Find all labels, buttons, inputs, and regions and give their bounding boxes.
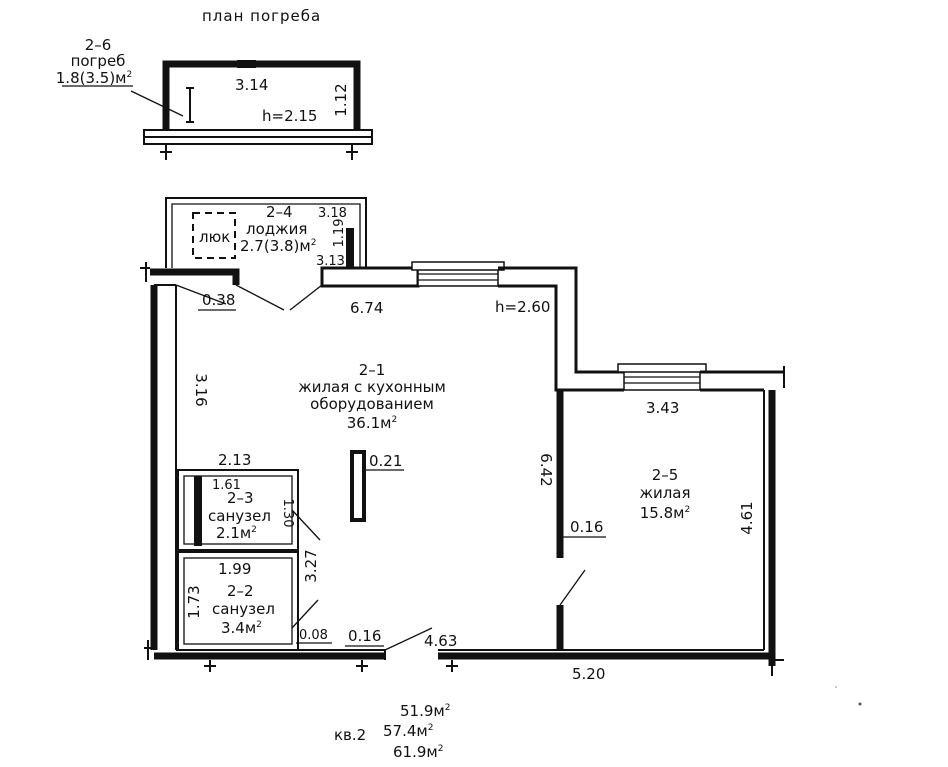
- dim-cellar-height: h=2.15: [262, 107, 317, 125]
- dim-5-20: 5.20: [572, 665, 605, 683]
- room-2-6-name: погреб: [71, 52, 126, 70]
- cellar-leader: [130, 90, 184, 117]
- dim-1-30: 1.30: [280, 499, 295, 528]
- dim-0-16-b: 0.16: [348, 627, 381, 645]
- room-2-2-code: 2–2: [227, 582, 254, 600]
- door-swing-loggia-a: [235, 284, 285, 311]
- room-2-3-area: 2.1м2: [216, 524, 257, 542]
- door-swing-loggia-b: [289, 284, 323, 311]
- dim-3-16: 3.16: [192, 373, 210, 406]
- room-2-6-area: 1.8(3.5)м2: [56, 69, 132, 87]
- wall-loggia-left: [178, 268, 240, 285]
- room-2-4-name: лоджия: [246, 220, 307, 238]
- dim-0-08: 0.08: [299, 628, 328, 643]
- door-swing-2-3: [291, 509, 321, 541]
- hatch-label: люк: [199, 228, 230, 246]
- entry-door-swing: [384, 627, 433, 651]
- dim-loggia-top: 3.18: [318, 206, 347, 221]
- apartment-plan: люк: [140, 197, 862, 761]
- hatch-outline: [192, 212, 236, 259]
- speck: [858, 702, 862, 706]
- dim-1-99: 1.99: [218, 560, 251, 578]
- dim-3-43: 3.43: [646, 399, 679, 417]
- window-room-2-5: [623, 369, 701, 391]
- summary-area-3: 61.9м2: [393, 743, 443, 761]
- dim-6-42: 6.42: [537, 453, 555, 486]
- dim-6-74: 6.74: [350, 299, 383, 317]
- room-2-6-code: 2–6: [85, 36, 112, 54]
- room-2-5-name: жилая: [639, 484, 690, 502]
- room-2-4-area: 2.7(3.8)м2: [240, 237, 316, 255]
- dim-loggia-bottom: 3.13: [316, 254, 345, 269]
- angle-0-38: [175, 284, 227, 305]
- dim-3-27: 3.27: [302, 549, 320, 582]
- dim-cellar-width: 1.12: [332, 83, 350, 116]
- dim-0-38: 0.38: [202, 291, 235, 309]
- room-2-3-name: санузел: [208, 507, 271, 525]
- dim-4-61: 4.61: [738, 501, 756, 534]
- room-2-2-outline: [177, 551, 299, 651]
- dim-loggia-side: 1.19: [332, 219, 347, 248]
- room-2-1-name-line1: жилая с кухонным: [298, 378, 446, 396]
- apartment-number: кв.2: [334, 726, 366, 744]
- room-2-1-area: 36.1м2: [347, 414, 397, 432]
- room-2-3-code: 2–3: [227, 489, 254, 507]
- cellar-plan: план погреба 2–6 погреб 1.8(3.5)м2 3.14 …: [56, 7, 373, 160]
- room-2-1-code: 2–1: [359, 361, 386, 379]
- dim-height-2-60: h=2.60: [495, 298, 550, 316]
- dim-0-21: 0.21: [369, 452, 402, 470]
- dim-1-73: 1.73: [185, 585, 203, 618]
- room-2-4-code: 2–4: [266, 203, 293, 221]
- dim-4-63: 4.63: [424, 632, 457, 650]
- room-2-5-area: 15.8м2: [640, 504, 690, 522]
- cellar-plan-title: план погреба: [202, 7, 321, 25]
- loggia-pier: [346, 228, 354, 268]
- room-2-2-name: санузел: [212, 600, 275, 618]
- column: [350, 450, 366, 522]
- door-swing-2-2: [291, 599, 319, 629]
- door-swing-2-5: [559, 569, 586, 606]
- summary-area-2: 57.4м2: [383, 722, 433, 740]
- room-2-2-area: 3.4м2: [221, 619, 262, 637]
- dim-cellar-length: 3.14: [235, 76, 268, 94]
- room-2-5-code: 2–5: [652, 466, 679, 484]
- loggia-wall: [165, 197, 367, 268]
- dim-0-16-a: 0.16: [570, 518, 603, 536]
- dim-1-61: 1.61: [212, 478, 241, 493]
- dim-2-13: 2.13: [218, 451, 251, 469]
- room-2-3-outline: [177, 469, 299, 551]
- summary-area-1: 51.9м2: [400, 702, 450, 720]
- cellar-wall: [162, 60, 361, 132]
- room-2-1-name-line2: оборудованием: [310, 395, 434, 413]
